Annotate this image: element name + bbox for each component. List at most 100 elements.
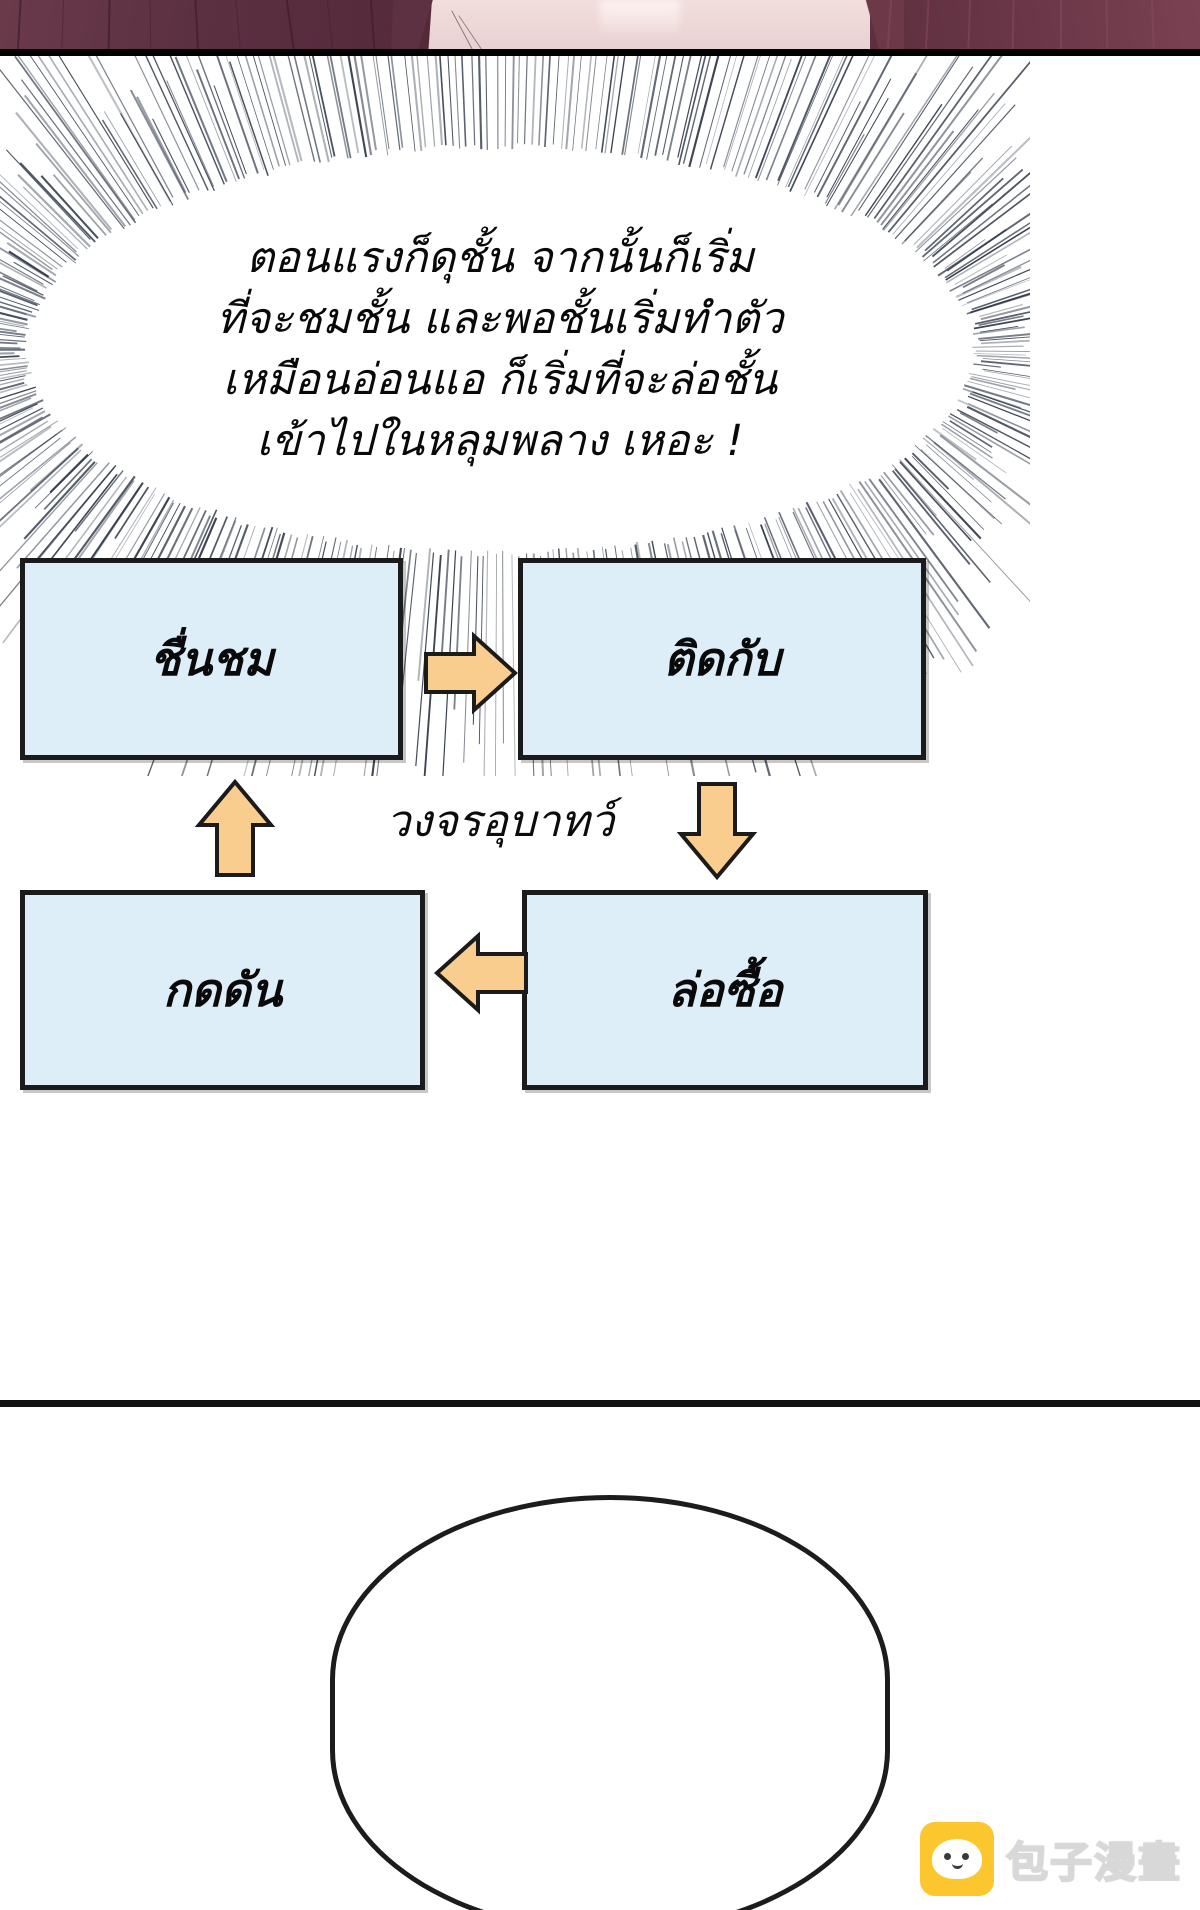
burst-line	[625, 56, 666, 155]
burst-line	[655, 56, 709, 156]
burst-line	[0, 379, 24, 408]
arrow-up-icon	[190, 776, 280, 881]
burst-line	[457, 56, 466, 147]
burst-line	[970, 394, 1030, 426]
burst-line	[300, 56, 332, 158]
burst-line	[0, 398, 31, 435]
burst-line	[968, 381, 1031, 412]
burst-line	[422, 56, 435, 147]
burst-line	[963, 249, 1030, 294]
burst-line	[978, 334, 1030, 339]
burst-line	[512, 56, 515, 149]
burst-line	[0, 321, 29, 329]
burst-line	[239, 56, 315, 162]
burst-line	[596, 56, 628, 149]
burst-line	[981, 306, 1030, 319]
burst-line	[372, 56, 388, 155]
panel-divider	[0, 1400, 1200, 1407]
burst-line	[980, 326, 1018, 332]
burst-line	[0, 325, 17, 331]
burst-line	[497, 56, 498, 149]
burst-line	[0, 368, 27, 379]
burst-line	[412, 56, 425, 147]
burst-line	[358, 56, 377, 150]
burst-line	[678, 56, 709, 158]
arrow-down-icon	[672, 778, 762, 883]
burst-line	[972, 268, 1030, 310]
hair-strand	[1060, 0, 1062, 56]
burst-line	[706, 56, 746, 164]
burst-line	[250, 56, 290, 165]
burst-line	[361, 56, 403, 148]
cycle-box-admire-label: ชื่นชม	[149, 623, 273, 696]
burst-line	[663, 56, 697, 155]
burst-line	[449, 56, 460, 149]
burst-line	[0, 408, 33, 469]
burst-line	[0, 371, 27, 378]
burst-line	[532, 56, 537, 145]
burst-line	[0, 353, 14, 354]
burst-line	[611, 56, 644, 153]
burst-line	[0, 358, 26, 364]
burst-line	[539, 56, 545, 146]
burst-line	[440, 56, 453, 146]
burst-line	[962, 276, 1030, 305]
burst-line	[518, 56, 521, 143]
burst-line	[963, 389, 1021, 408]
burst-line	[982, 369, 1030, 385]
bubble-line-3: เหมือนอ่อนแอ ก็เริ่มที่จะล่อชั้น	[223, 350, 777, 411]
cycle-box-admire: ชื่นชม	[20, 558, 403, 760]
burst-line	[0, 356, 20, 358]
burst-line	[0, 348, 20, 349]
burst-line	[0, 342, 17, 344]
next-speech-bubble	[330, 1495, 890, 1910]
burst-line	[974, 354, 1026, 356]
burst-line	[967, 287, 1030, 314]
arrow-right-icon	[420, 628, 520, 718]
burst-line	[684, 56, 760, 164]
cycle-box-lure-label: ล่อซื้อ	[668, 954, 783, 1027]
burst-line	[525, 56, 530, 144]
burst-line	[605, 56, 653, 153]
bun-mouth	[952, 1863, 963, 1869]
hair-edge-left	[391, 0, 453, 56]
burst-line	[638, 56, 657, 153]
steamed-bun-icon	[920, 1822, 994, 1896]
burst-line	[973, 327, 1025, 334]
burst-line	[970, 378, 1016, 389]
burst-line	[468, 56, 475, 145]
burst-line	[984, 371, 1030, 390]
burst-line	[968, 396, 1030, 437]
burst-line	[0, 376, 25, 382]
cycle-box-trap-label: ติดกับ	[664, 623, 781, 696]
burst-line	[566, 56, 593, 149]
burst-line	[647, 56, 689, 160]
burst-line	[266, 56, 298, 162]
burst-line	[586, 56, 626, 151]
burst-line	[979, 316, 1024, 325]
burst-line	[0, 315, 28, 324]
cycle-box-trap: ติดกับ	[518, 558, 926, 760]
burst-line	[0, 385, 27, 421]
burst-line	[562, 56, 570, 149]
burst-line	[964, 385, 1030, 413]
burst-line	[0, 366, 28, 375]
burst-line	[976, 351, 1030, 352]
burst-line	[967, 247, 1030, 303]
bubble-line-2: ที่จะชมชั้น และพอชั้นเริ่มทำตัว	[216, 289, 783, 350]
panel-border-rule	[0, 49, 1200, 56]
face-highlight	[600, 0, 680, 38]
burst-line	[641, 56, 702, 158]
burst-line	[968, 404, 1030, 437]
burst-line	[385, 56, 421, 151]
burst-line	[602, 56, 648, 153]
burst-line	[622, 56, 656, 155]
burst-line	[981, 361, 1030, 367]
burst-line	[0, 383, 24, 408]
burst-line	[973, 364, 1001, 367]
burst-line	[967, 407, 1030, 456]
burst-line	[505, 56, 507, 147]
burst-line	[971, 377, 1030, 403]
burst-line	[384, 56, 415, 152]
burst-line	[970, 277, 1030, 312]
